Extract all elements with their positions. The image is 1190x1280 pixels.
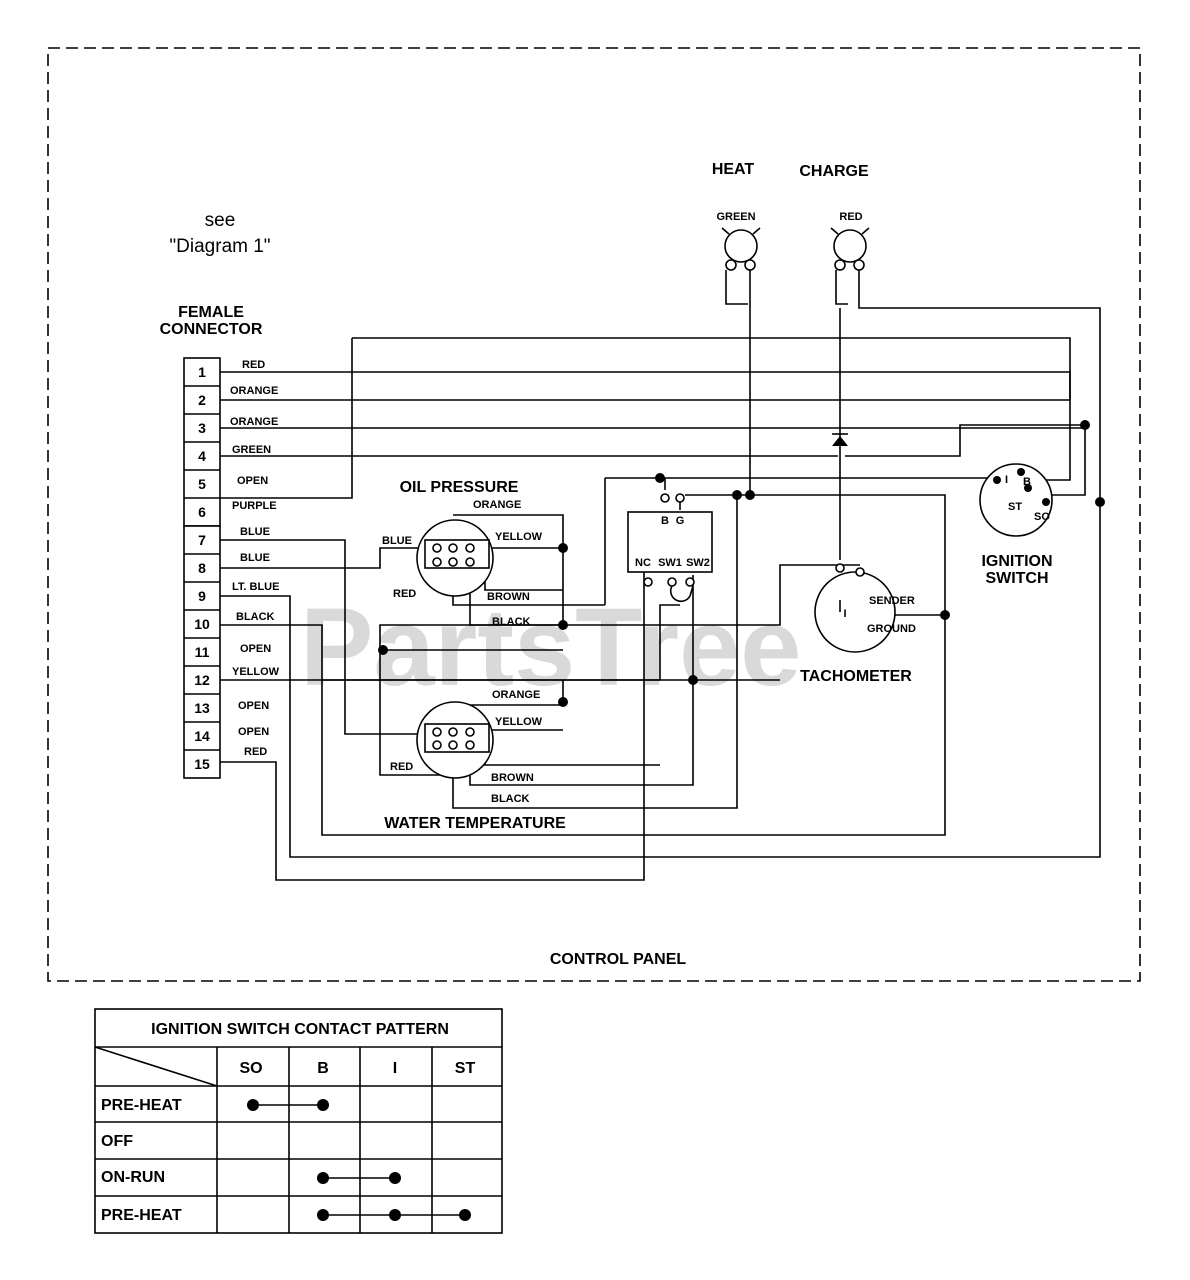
- relay: [627, 493, 713, 603]
- ign-b: B: [1023, 476, 1031, 488]
- pin-number: 14: [194, 728, 210, 744]
- tachometer: [814, 563, 896, 653]
- contact-dot: [389, 1209, 401, 1221]
- ignition-switch-title-2: SWITCH: [985, 570, 1048, 587]
- wire-label: GREEN: [232, 444, 271, 456]
- contact-dot: [317, 1099, 329, 1111]
- heat-lamp: [721, 227, 761, 271]
- pin-number: 13: [194, 700, 210, 716]
- contact-col-header: SO: [239, 1060, 262, 1077]
- wire-label: RED: [244, 746, 267, 758]
- oil-wire-yellow: YELLOW: [495, 531, 543, 543]
- contact-row-label: PRE-HEAT: [101, 1207, 182, 1224]
- wire-label: ORANGE: [230, 385, 278, 397]
- oil-wire-black: BLACK: [492, 616, 531, 628]
- female-connector: [183, 357, 221, 779]
- junction-dots: [378, 420, 1105, 707]
- contact-row-label: PRE-HEAT: [101, 1097, 182, 1114]
- pin-number: 6: [198, 504, 206, 520]
- wire-label: BLACK: [236, 611, 275, 623]
- tachometer-title: TACHOMETER: [800, 668, 912, 685]
- pin-number: 8: [198, 560, 206, 576]
- wire-label: BLUE: [240, 526, 270, 538]
- contact-table-title: IGNITION SWITCH CONTACT PATTERN: [151, 1021, 449, 1038]
- contact-dot: [247, 1099, 259, 1111]
- charge-lamp-color: RED: [839, 211, 862, 223]
- water-wire-yellow: YELLOW: [495, 716, 543, 728]
- wire-label: PURPLE: [232, 500, 277, 512]
- oil-wire-blue: BLUE: [382, 535, 412, 547]
- wiring: [220, 270, 1101, 881]
- oil-pressure-title: OIL PRESSURE: [400, 479, 519, 496]
- contact-dot: [317, 1172, 329, 1184]
- tach-ground: GROUND: [867, 623, 916, 635]
- contact-col-header: I: [393, 1060, 397, 1077]
- ign-i: I: [1005, 474, 1008, 486]
- tach-sender: SENDER: [869, 595, 915, 607]
- pin-number: 9: [198, 588, 206, 604]
- control-panel-border: [47, 47, 1141, 982]
- contact-col-header: ST: [455, 1060, 476, 1077]
- contact-col-header: B: [317, 1060, 329, 1077]
- wire-label: OPEN: [238, 726, 269, 738]
- relay-sw1: SW1: [658, 557, 682, 569]
- wire-label: OPEN: [240, 643, 271, 655]
- wire-label: BLUE: [240, 552, 270, 564]
- female-connector-title-1: FEMALE: [178, 304, 244, 321]
- water-wire-brown: BROWN: [491, 772, 534, 784]
- wire-label: ORANGE: [230, 416, 278, 428]
- oil-pressure-sender: [416, 519, 494, 597]
- pin-number: 3: [198, 420, 206, 436]
- heat-lamp-color: GREEN: [716, 211, 755, 223]
- relay-g: G: [676, 515, 685, 527]
- pin-number: 1: [198, 364, 206, 380]
- tach-i: I: [843, 608, 846, 620]
- control-panel-label: CONTROL PANEL: [550, 951, 687, 968]
- pin-number: 15: [194, 756, 210, 772]
- pin-number: 4: [198, 448, 206, 464]
- ign-so: SO: [1034, 511, 1050, 523]
- wire-label: OPEN: [237, 475, 268, 487]
- ignition-switch-title-1: IGNITION: [981, 553, 1052, 570]
- contact-row-label: ON-RUN: [101, 1169, 165, 1186]
- pin-number: 11: [195, 644, 210, 660]
- contact-dot: [459, 1209, 471, 1221]
- relay-nc: NC: [635, 557, 651, 569]
- oil-wire-red: RED: [393, 588, 416, 600]
- pin-number: 2: [198, 392, 206, 408]
- contact-marks: [247, 1099, 471, 1221]
- pin-number: 5: [198, 476, 206, 492]
- charge-lamp-title: CHARGE: [799, 163, 869, 180]
- pin-number: 7: [198, 532, 206, 548]
- wire-label: OPEN: [238, 700, 269, 712]
- female-connector-title-2: CONNECTOR: [160, 321, 263, 338]
- ign-st: ST: [1008, 501, 1022, 513]
- water-temp-sender: [416, 701, 494, 779]
- contact-dot: [317, 1209, 329, 1221]
- water-temp-title: WATER TEMPERATURE: [384, 815, 566, 832]
- water-wire-orange: ORANGE: [492, 689, 540, 701]
- see-note-line2: "Diagram 1": [169, 236, 270, 257]
- see-note-line1: see: [205, 210, 236, 231]
- charge-lamp: [830, 227, 870, 271]
- pin-number: 12: [194, 672, 210, 688]
- pin-number: 10: [194, 616, 210, 632]
- oil-wire-orange: ORANGE: [473, 499, 521, 511]
- wire-label: LT. BLUE: [232, 581, 279, 593]
- ignition-switch: [979, 463, 1053, 537]
- contact-dot: [389, 1172, 401, 1184]
- contact-row-label: OFF: [101, 1133, 133, 1150]
- water-wire-black: BLACK: [491, 793, 530, 805]
- wire-label: RED: [242, 359, 265, 371]
- contact-pattern-table: [94, 1008, 503, 1234]
- relay-sw2: SW2: [686, 557, 710, 569]
- heat-lamp-title: HEAT: [712, 161, 755, 178]
- wire-label: YELLOW: [232, 666, 280, 678]
- water-wire-red: RED: [390, 761, 413, 773]
- oil-wire-brown: BROWN: [487, 591, 530, 603]
- relay-b: B: [661, 515, 669, 527]
